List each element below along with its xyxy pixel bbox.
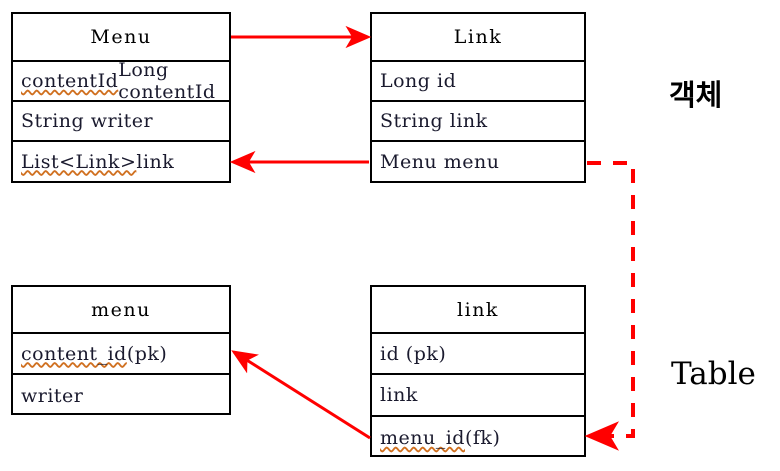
entity-field-link-link: String link <box>372 102 584 142</box>
field-text-rest: Long contentId <box>118 59 216 103</box>
table-box-menu[interactable]: menu content_id (pk) writer <box>11 285 231 415</box>
table-title-link: link <box>372 287 584 334</box>
caption-table: Table <box>671 356 756 392</box>
table-column-menu-writer: writer <box>21 385 84 407</box>
entity-field-menu-linklist: List<Link> link <box>13 142 229 181</box>
field-text-rest: link <box>136 150 175 173</box>
connector-fk-to-pk-arrow <box>231 350 371 440</box>
table-column-menu-content-id: content_id (pk) <box>13 334 229 375</box>
table-title-menu: menu <box>13 287 229 334</box>
field-text-squiggle: List<Link> <box>21 150 137 173</box>
column-text-squiggle: content_id <box>21 342 127 365</box>
column-text-rest: (fk) <box>464 427 501 449</box>
column-text-squiggle: menu_id <box>380 427 465 449</box>
table-box-link[interactable]: link id (pk) link menu_id (fk) <box>370 285 586 457</box>
field-text-squiggle: contentId <box>21 70 119 92</box>
entity-field-menu-writer: String writer <box>13 102 229 142</box>
column-text-rest: (pk) <box>126 342 168 365</box>
entity-title-menu-class: Menu <box>13 14 229 62</box>
table-column-link-link: link <box>372 375 584 417</box>
connector-fk-dashed-arrow <box>584 161 635 451</box>
entity-title-link-class: Link <box>372 14 584 62</box>
entity-field-link-id: Long id <box>372 62 584 102</box>
entity-box-link-class[interactable]: Link Long id String link Menu menu <box>370 12 586 183</box>
table-column-link-id: id (pk) <box>372 334 584 375</box>
caption-object: 객체 <box>669 78 723 112</box>
entity-field-link-menu: Menu menu <box>380 150 500 173</box>
table-column-link-menu-id: menu_id (fk) <box>372 417 584 459</box>
